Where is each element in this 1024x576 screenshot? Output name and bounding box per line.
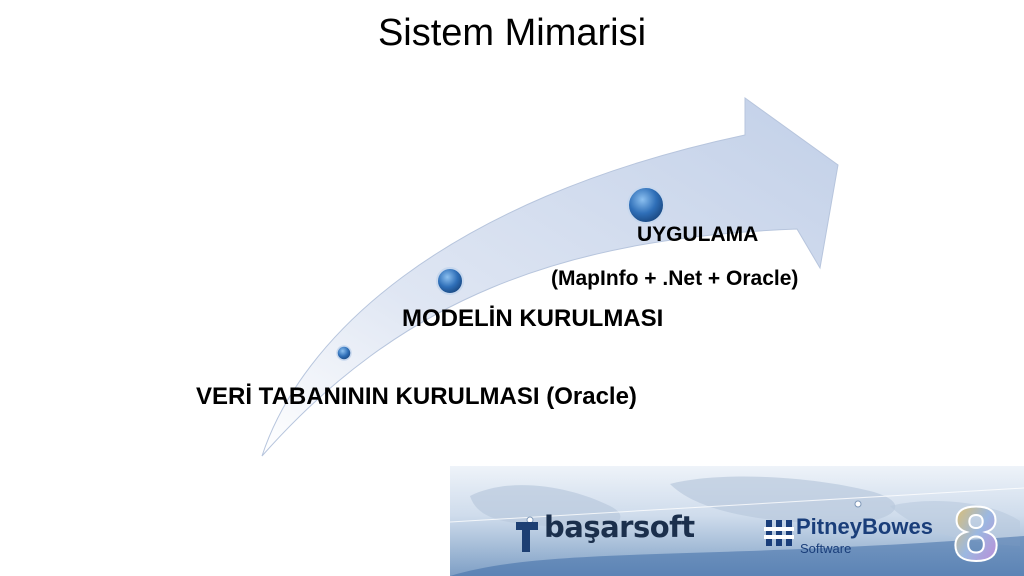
footer-banner: başarsoft PitneyBowes Software 8 [450, 466, 1024, 576]
pitney-bowes-name: PitneyBowes [796, 514, 933, 539]
step-2-bullet [436, 267, 464, 295]
step-1-bullet [336, 345, 352, 361]
version-glyph: 8 [951, 494, 1001, 574]
step-1-label: VERİ TABANININ KURULMASI (Oracle) [196, 383, 637, 410]
basarsoft-logo-icon [516, 522, 538, 552]
slide-title: Sistem Mimarisi [377, 12, 647, 54]
pitney-bowes-logo-icon [764, 520, 794, 546]
step-2-label: MODELİN KURULMASI [402, 305, 664, 332]
step-3-detail: (MapInfo + .Net + Oracle) [551, 267, 799, 290]
pitney-bowes-subtitle: Software [800, 541, 852, 556]
step-3-bullet [627, 186, 665, 224]
arrow-shape [261, 97, 839, 457]
world-map-background [450, 466, 1024, 576]
version-8-icon: 8 [950, 494, 1002, 574]
process-arrow [261, 97, 839, 457]
basarsoft-logo-text: başarsoft [544, 510, 695, 544]
step-3-label: UYGULAMA [637, 223, 759, 246]
